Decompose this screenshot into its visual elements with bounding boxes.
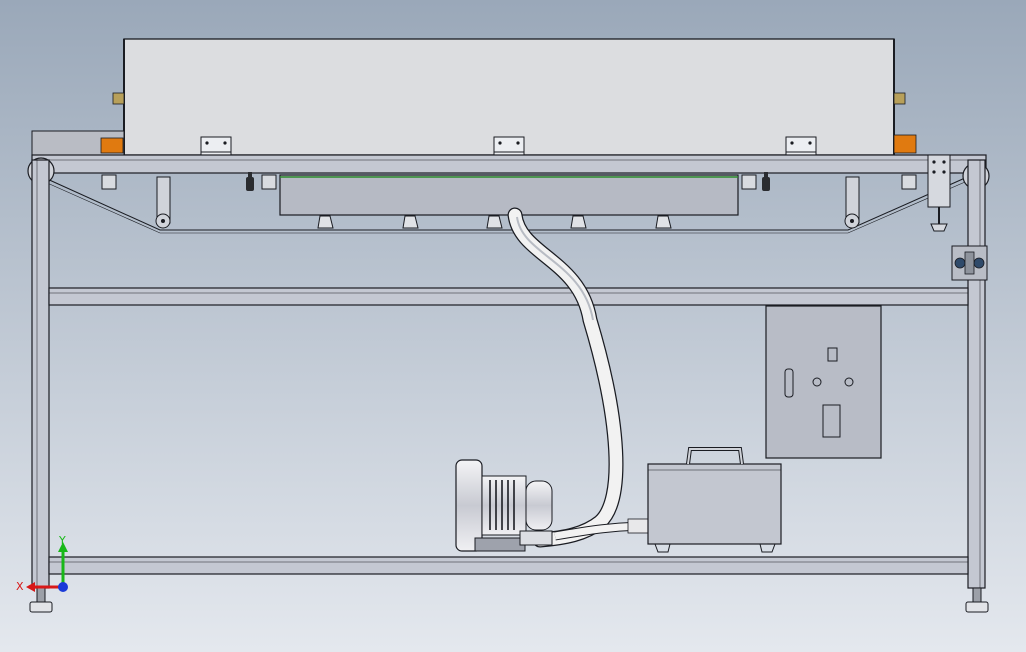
- frame-post-left: [31, 159, 50, 589]
- frame-middle-rail: [48, 287, 969, 306]
- coordinate-triad: Y X: [16, 534, 68, 593]
- leveling-foot-left: [29, 587, 53, 613]
- hood-side-knob-right: [893, 92, 906, 105]
- sensor-left: [246, 172, 254, 191]
- height-adjuster: [927, 154, 951, 232]
- sensor-right: [762, 172, 770, 191]
- bearing-block: [951, 245, 988, 281]
- leveling-foot-right: [965, 587, 989, 613]
- hood-side-knob-left: [112, 92, 125, 105]
- chamber-feet: [317, 215, 672, 229]
- tensioner-right: [844, 176, 860, 229]
- panel-socket: [822, 404, 841, 438]
- feed-plate-left: [31, 130, 125, 156]
- orange-block-right: [893, 134, 917, 154]
- vacuum-chamber: [279, 174, 739, 216]
- x-axis-label: X: [16, 580, 24, 593]
- conveyor-belt-return: [44, 177, 966, 234]
- frame-bottom-rail: [48, 556, 969, 575]
- tensioner-left: [155, 176, 171, 229]
- top-hood: [123, 38, 895, 156]
- frame-top-rail: [31, 154, 987, 174]
- z-axis-dot: [58, 582, 68, 592]
- y-axis-label: Y: [58, 534, 66, 547]
- controller-box: [647, 447, 782, 553]
- frame-post-right: [967, 159, 986, 589]
- panel-connector-port: [784, 368, 794, 398]
- blower-motor: [455, 459, 553, 552]
- rail-tabs: [101, 174, 917, 190]
